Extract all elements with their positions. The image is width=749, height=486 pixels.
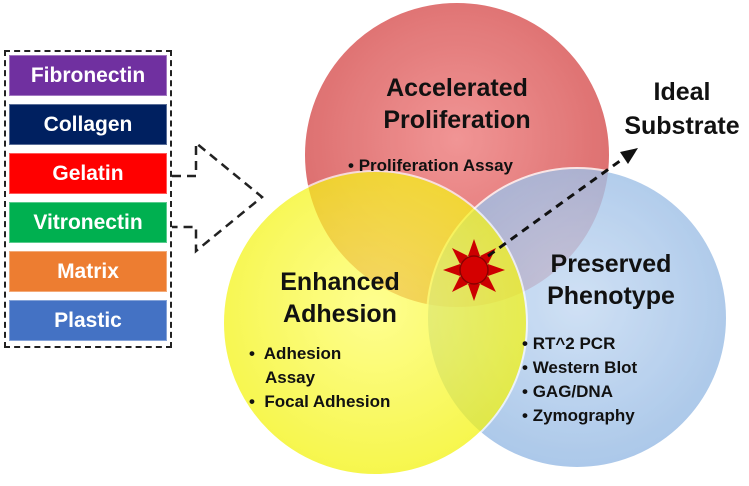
dashed-big-arrow [172, 140, 264, 254]
ideal-substrate-label: Ideal Substrate [612, 75, 749, 143]
adhesion-item: • Adhesion [249, 344, 342, 363]
circle-adhesion [222, 170, 528, 476]
substrate-vitronectin: Vitronectin [9, 202, 167, 243]
adhesion-title: Enhanced Adhesion [250, 266, 430, 330]
dashed-arrow [487, 148, 638, 258]
proliferation-title-line2: Proliferation [383, 106, 531, 134]
substrate-fibronectin: Fibronectin [9, 55, 167, 96]
substrate-list: Fibronectin Collagen Gelatin Vitronectin… [4, 50, 172, 348]
proliferation-item: • Proliferation Assay [348, 156, 513, 175]
proliferation-items: • Proliferation Assay [348, 154, 513, 178]
substrate-collagen: Collagen [9, 104, 167, 145]
phenotype-item: • RT^2 PCR [522, 334, 616, 353]
adhesion-title-line2: Adhesion [283, 300, 397, 328]
substrate-gelatin: Gelatin [9, 153, 167, 194]
substrate-plastic: Plastic [9, 300, 167, 341]
proliferation-title-line1: Accelerated [386, 74, 528, 102]
adhesion-item: Assay [265, 368, 316, 387]
adhesion-items: • Adhesion Assay • Focal Adhesion [249, 342, 390, 414]
sun-icon [443, 239, 505, 301]
substrate-matrix: Matrix [9, 251, 167, 292]
phenotype-title-line2: Phenotype [547, 282, 675, 310]
adhesion-item: • Focal Adhesion [249, 392, 391, 411]
phenotype-item: • GAG/DNA [522, 382, 613, 401]
phenotype-item: • Zymography [522, 406, 635, 425]
phenotype-title: Preserved Phenotype [526, 248, 696, 312]
adhesion-title-line1: Enhanced [280, 268, 400, 296]
ideal-line2: Substrate [624, 112, 740, 140]
phenotype-title-line1: Preserved [550, 250, 672, 278]
proliferation-title: Accelerated Proliferation [352, 72, 562, 136]
ideal-line1: Ideal [653, 78, 711, 106]
phenotype-item: • Western Blot [522, 358, 638, 377]
phenotype-items: • RT^2 PCR • Western Blot • GAG/DNA • Zy… [522, 332, 637, 428]
